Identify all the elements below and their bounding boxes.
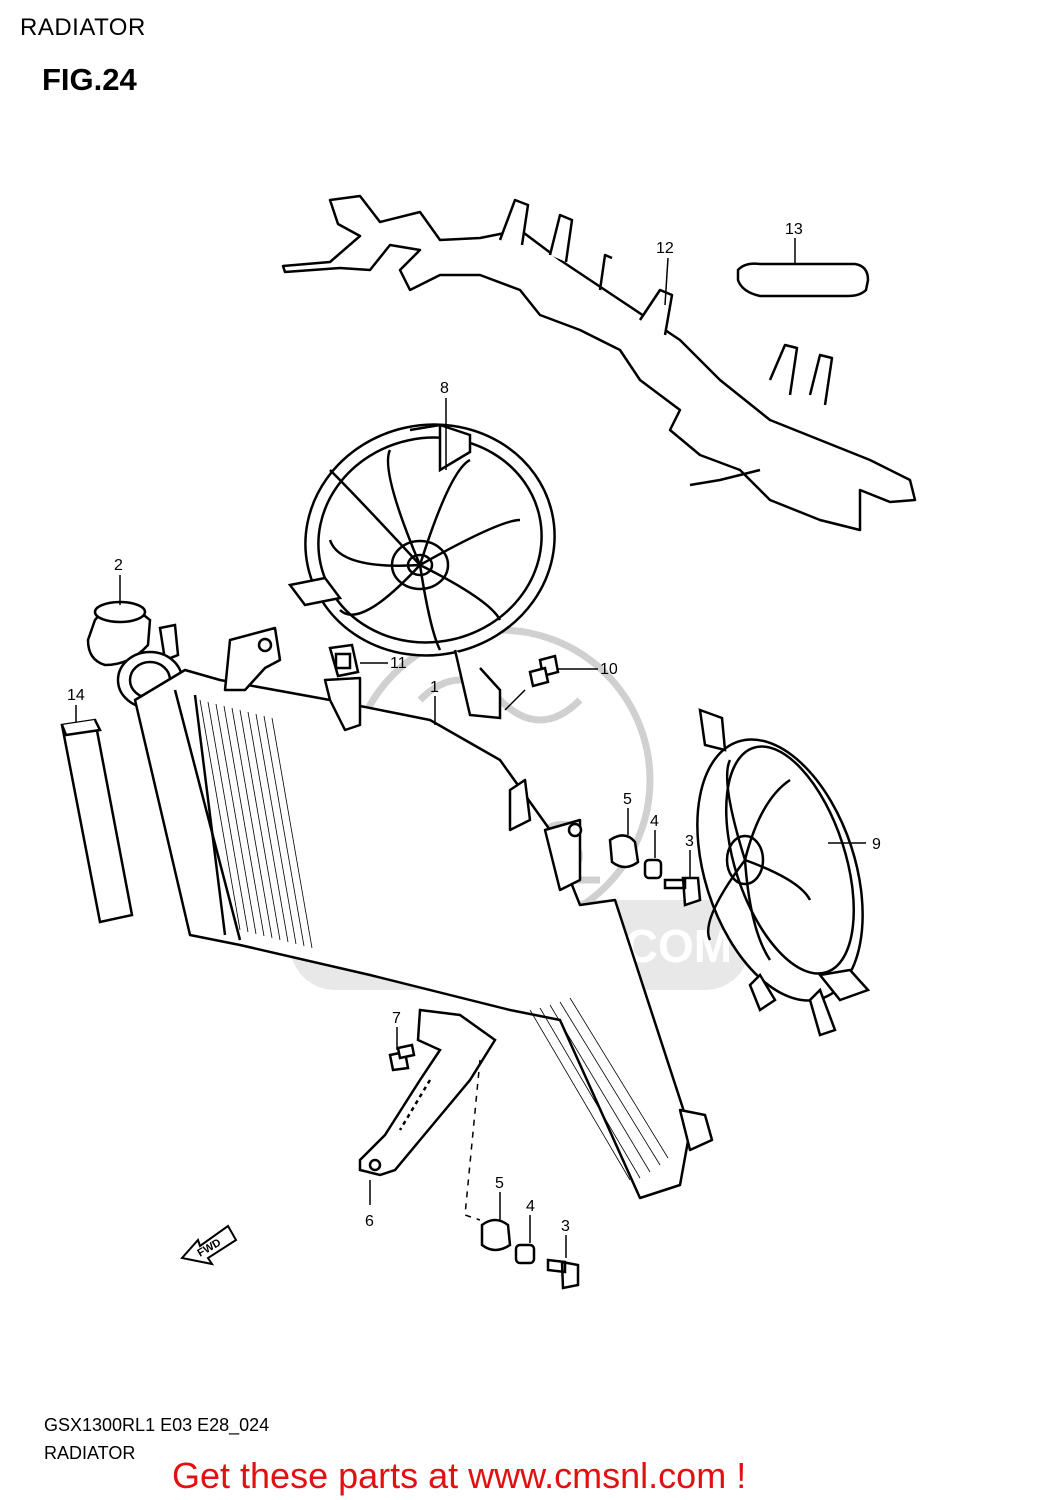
radiator-core-fins (199, 699, 669, 1181)
part-label: 10 (600, 661, 618, 678)
part-label: 4 (650, 813, 659, 830)
part-label: 14 (67, 687, 85, 704)
part-13-pad (736, 262, 870, 298)
part-6-bracket (358, 1008, 497, 1177)
part-5-grommet-upper (608, 834, 640, 869)
part-label: 12 (656, 240, 674, 257)
forward-direction-arrow: FWD (180, 1224, 238, 1266)
part-label: 9 (872, 836, 881, 853)
part-label: 3 (561, 1218, 570, 1235)
part-4-collar-lower (514, 1243, 536, 1265)
part-label: 7 (392, 1010, 401, 1027)
part-labels: 2 14 8 12 13 1 11 10 9 5 4 3 7 6 5 4 3 (67, 221, 881, 1235)
leader-lines (75, 238, 866, 1258)
figure-label: FIG.24 (42, 62, 137, 97)
part-label: 13 (785, 221, 803, 238)
part-3-bolt-upper (663, 876, 702, 907)
part-label: 4 (526, 1198, 535, 1215)
part-label: 11 (390, 655, 407, 672)
part-5-grommet-lower (480, 1218, 512, 1252)
part-14-foam-strip (60, 718, 134, 924)
part-3-bolt-lower (546, 1258, 580, 1290)
part-1-radiator (133, 626, 714, 1200)
part-label: 3 (685, 833, 694, 850)
part-4-collar-upper (643, 858, 663, 880)
part-10-bolt (528, 654, 560, 688)
part-label: 5 (495, 1175, 504, 1192)
section-title: RADIATOR (20, 14, 146, 41)
model-code: GSX1300RL1 E03 E28_024 (44, 1415, 270, 1435)
hardware-upper (608, 834, 702, 907)
part-8-fan-upper (287, 423, 556, 720)
part-label: 1 (430, 679, 439, 696)
part-7-bolt (388, 1043, 416, 1072)
part-label: 8 (440, 380, 449, 397)
part-11-clip-nut (328, 643, 360, 678)
part-label: 6 (365, 1213, 374, 1230)
part-label: 5 (623, 791, 632, 808)
part-label: 2 (114, 557, 123, 574)
get-parts-link[interactable]: Get these parts at www.cmsnl.com ! (172, 1455, 747, 1496)
hardware-lower (480, 1218, 580, 1290)
footer-section-name: RADIATOR (44, 1443, 136, 1463)
